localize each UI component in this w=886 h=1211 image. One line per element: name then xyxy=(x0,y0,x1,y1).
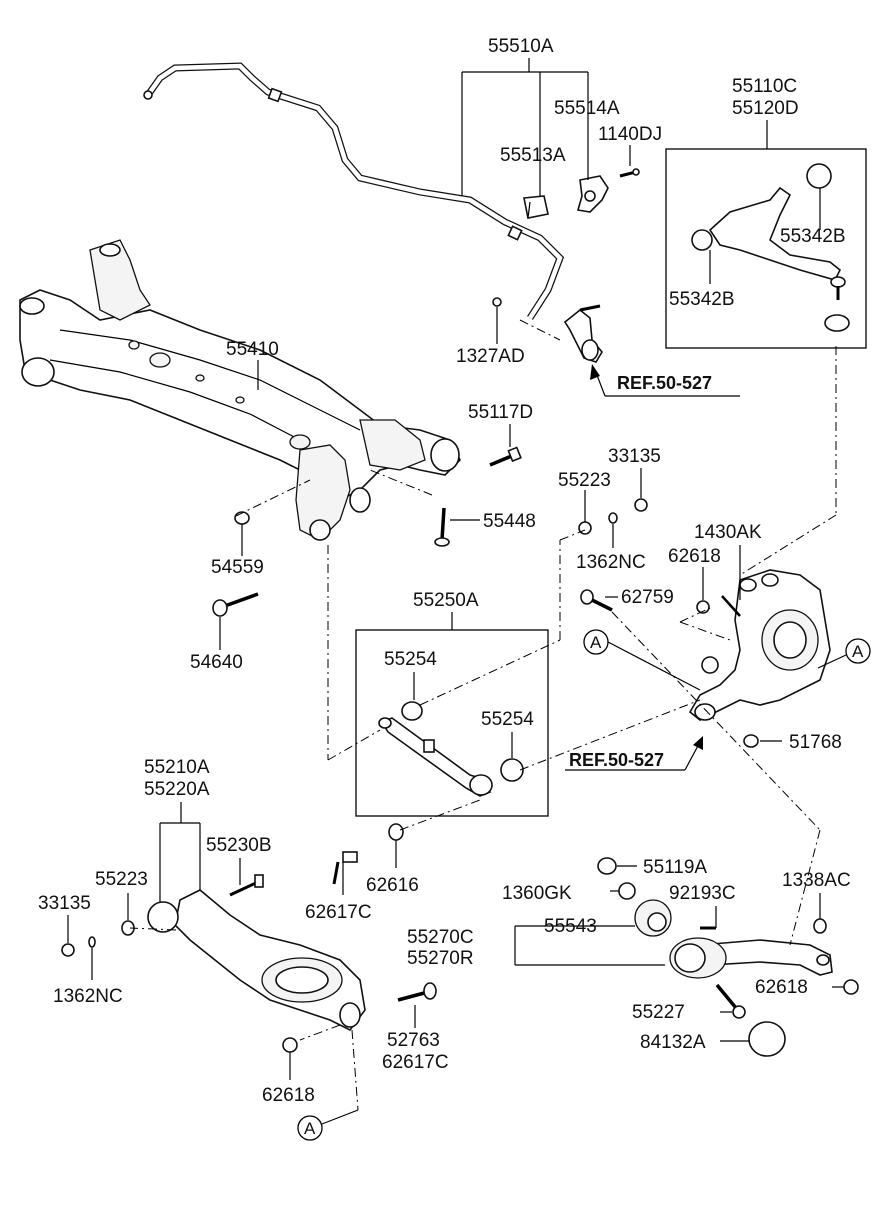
bolt-icon xyxy=(332,851,358,885)
part-label: 55120D xyxy=(732,98,799,119)
nut-icon xyxy=(608,512,618,524)
part-label: 55513A xyxy=(500,145,566,166)
part-label: 1360GK xyxy=(502,883,572,904)
stabilizer-link xyxy=(492,297,603,363)
callout-circle xyxy=(845,638,871,664)
pin-icon xyxy=(721,595,741,617)
callout-circle xyxy=(583,629,609,655)
bolt-icon xyxy=(580,589,613,612)
bolt-icon xyxy=(489,446,522,467)
part-label: 33135 xyxy=(38,893,91,914)
part-label: 84132A xyxy=(640,1032,706,1053)
callout-circle xyxy=(297,1115,323,1141)
part-label: 33135 xyxy=(608,446,661,467)
part-label: 55410 xyxy=(226,339,279,360)
part-label: 1430AK xyxy=(694,522,762,543)
part-label: 55119A xyxy=(643,857,707,878)
bolt-icon xyxy=(229,874,264,897)
part-label: 55543 xyxy=(544,916,597,937)
trailing-arm xyxy=(634,899,833,979)
crossmember xyxy=(19,239,461,541)
part-label: 54559 xyxy=(211,557,264,578)
part-label: 54640 xyxy=(190,652,243,673)
bolt-icon xyxy=(397,982,437,1002)
part-label: 1327AD xyxy=(456,346,525,367)
part-label: 55117D xyxy=(468,402,533,423)
washer-icon xyxy=(618,882,636,900)
part-label: 55227 xyxy=(632,1002,685,1023)
washer-icon xyxy=(388,823,404,841)
bolt-icon xyxy=(619,168,640,178)
callout-markers: A A A xyxy=(297,629,871,1141)
leader-lines xyxy=(67,58,847,1125)
part-label: 55223 xyxy=(558,470,611,491)
upper-arm-box xyxy=(665,148,867,349)
part-label: 52763 xyxy=(387,1030,440,1051)
bolt-icon xyxy=(434,507,450,547)
part-label: 1362NC xyxy=(53,986,123,1007)
nut-icon xyxy=(634,498,648,512)
nut-icon xyxy=(282,1037,298,1053)
part-label: 92193C xyxy=(669,883,736,904)
stabilizer-bar xyxy=(143,62,565,320)
bolt-icon xyxy=(715,983,746,1019)
nut-icon xyxy=(61,943,75,957)
part-label: 55254 xyxy=(481,709,534,730)
part-label: 1362NC xyxy=(576,552,646,573)
nut-icon xyxy=(743,734,759,748)
reference-label: REF.50-527 xyxy=(569,750,664,770)
part-label: 55342B xyxy=(780,226,846,247)
upper-arm xyxy=(691,163,850,332)
part-label: 55220A xyxy=(144,779,210,800)
part-label: 55270R xyxy=(407,948,474,969)
part-label: 55230B xyxy=(206,835,272,856)
nut-icon xyxy=(597,857,617,875)
part-label: 62616 xyxy=(366,875,419,896)
nut-icon xyxy=(813,918,827,934)
part-label: 62618 xyxy=(262,1085,315,1106)
reference-label: REF.50-527 xyxy=(617,373,712,393)
part-label: 1338AC xyxy=(782,870,851,891)
part-label: 62617C xyxy=(305,902,372,923)
lower-arm xyxy=(147,889,366,1032)
part-label: 55514A xyxy=(554,98,620,119)
nut-icon xyxy=(843,979,859,995)
part-labels: 55510A 55514A 1140DJ 55513A 55110C 55120… xyxy=(38,36,851,1106)
part-label: 55254 xyxy=(384,649,437,670)
bolt-icon xyxy=(212,592,259,617)
stabilizer-bushing xyxy=(523,195,549,219)
part-label: 55510A xyxy=(488,36,554,57)
part-label: 62618 xyxy=(755,977,808,998)
nut-icon xyxy=(234,511,250,525)
part-label: 55210A xyxy=(144,757,210,778)
part-label: 55448 xyxy=(483,511,536,532)
stabilizer-bracket xyxy=(576,175,609,213)
part-label: 62759 xyxy=(621,587,674,608)
part-label: 62617C xyxy=(382,1052,449,1073)
nut-icon xyxy=(696,600,710,614)
guide-lines xyxy=(129,319,837,1111)
part-label: 55250A xyxy=(413,590,479,611)
cap-icon xyxy=(748,1021,786,1057)
lateral-link xyxy=(378,701,524,797)
callout-label: A xyxy=(590,633,602,652)
part-label: 55223 xyxy=(95,869,148,890)
callout-label: A xyxy=(304,1119,316,1138)
part-label: 62618 xyxy=(668,546,721,567)
part-label: 55270C xyxy=(407,927,474,948)
part-label: 55110C xyxy=(732,76,797,97)
part-label: 55342B xyxy=(669,289,735,310)
callout-label: A xyxy=(852,642,864,661)
part-label: 1140DJ xyxy=(598,124,662,145)
nut-icon xyxy=(88,936,96,948)
knuckle xyxy=(688,569,831,721)
part-label: 51768 xyxy=(789,732,842,753)
